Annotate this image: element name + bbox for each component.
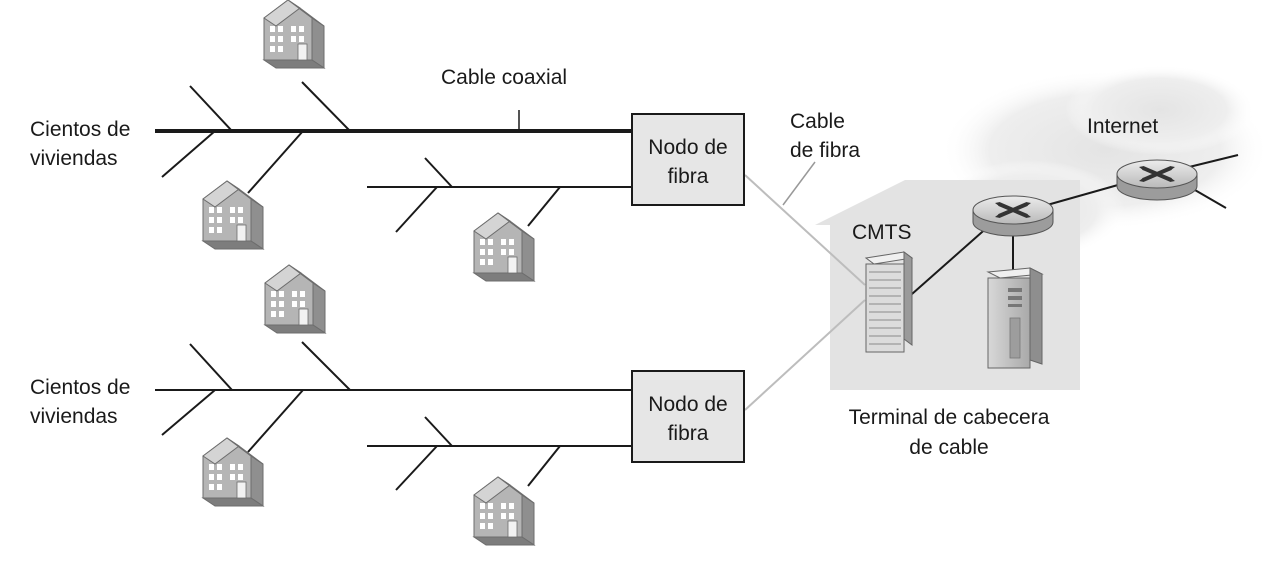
fiber-node-bottom-label-line1: Nodo de (648, 393, 727, 416)
coax-tree-top (155, 81, 632, 233)
house-icon (202, 180, 264, 250)
fiber-node-bottom-label-line2: fibra (668, 422, 709, 445)
coax-cable-label: Cable coaxial (441, 66, 567, 89)
homes-bottom-label-line1: Cientos de (30, 376, 130, 399)
homes-top-label-line2: viviendas (30, 147, 118, 170)
server-icon (986, 267, 1044, 369)
homes-top-label-line1: Cientos de (30, 118, 130, 141)
house-icon (264, 264, 326, 334)
headend-label-line1: Terminal de cabecera (849, 406, 1050, 429)
homes-bottom-label-line2: viviendas (30, 405, 118, 428)
internet-label: Internet (1087, 115, 1158, 138)
fiber-cables (744, 161, 866, 411)
fiber-cable-label-line1: Cable (790, 110, 845, 133)
house-icon (473, 212, 535, 282)
internet-router-icon (1115, 158, 1199, 202)
house-icon (473, 476, 535, 546)
network-links (911, 154, 1239, 295)
house-icon (263, 0, 325, 69)
fiber-node-top-label-line1: Nodo de (648, 136, 727, 159)
headend-label-line2: de cable (909, 436, 988, 459)
cmts-icon (864, 251, 914, 353)
fiber-cable-label-line2: de fibra (790, 139, 860, 162)
cmts-label: CMTS (852, 221, 912, 244)
house-icon (202, 437, 264, 507)
fiber-node-bottom-box (631, 370, 745, 463)
fiber-node-top-label-line2: fibra (668, 165, 709, 188)
fiber-node-top-box (631, 113, 745, 206)
coax-tree-bottom (155, 341, 632, 491)
headend-router-icon (971, 194, 1055, 238)
